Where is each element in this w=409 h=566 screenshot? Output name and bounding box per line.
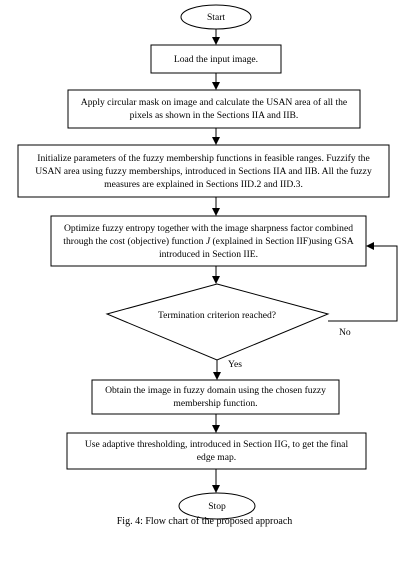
load-image-box [150, 44, 282, 74]
optimize-label: Optimize fuzzy entropy together with the… [55, 216, 362, 266]
fuzzy-domain-box [91, 379, 340, 415]
stop-label: Stop [208, 500, 226, 512]
threshold-box [66, 432, 367, 470]
cost-function-symbol: J [205, 235, 211, 247]
usan-mask-label: Apply circular mask on image and calcula… [80, 97, 348, 121]
fuzzy-init-box-frame [17, 144, 390, 198]
edge-no-loop [328, 242, 398, 322]
figure-caption: Fig. 4: Flow chart of the proposed appro… [116, 516, 293, 527]
stop-terminal [178, 492, 256, 520]
fuzzy-domain-label: Obtain the image in fuzzy domain using t… [105, 385, 326, 409]
no-label: No [339, 327, 351, 338]
optimize-text-post: (explained in Section IIF)using GSA intr… [158, 235, 354, 260]
fuzzy-init-label: Initialize parameters of the fuzzy membe… [35, 152, 372, 190]
start-label: Start [206, 11, 226, 23]
optimize-box [50, 215, 367, 267]
load-image-label: Load the input image. [173, 53, 259, 65]
yes-label: Yes [228, 359, 242, 370]
threshold-label: Use adaptive thresholding, introduced in… [84, 439, 349, 463]
usan-mask-box [67, 89, 361, 129]
decision-label: Termination criterion reached? [157, 309, 277, 321]
optimize-text-pre: Optimize fuzzy entropy together with the… [63, 222, 354, 247]
